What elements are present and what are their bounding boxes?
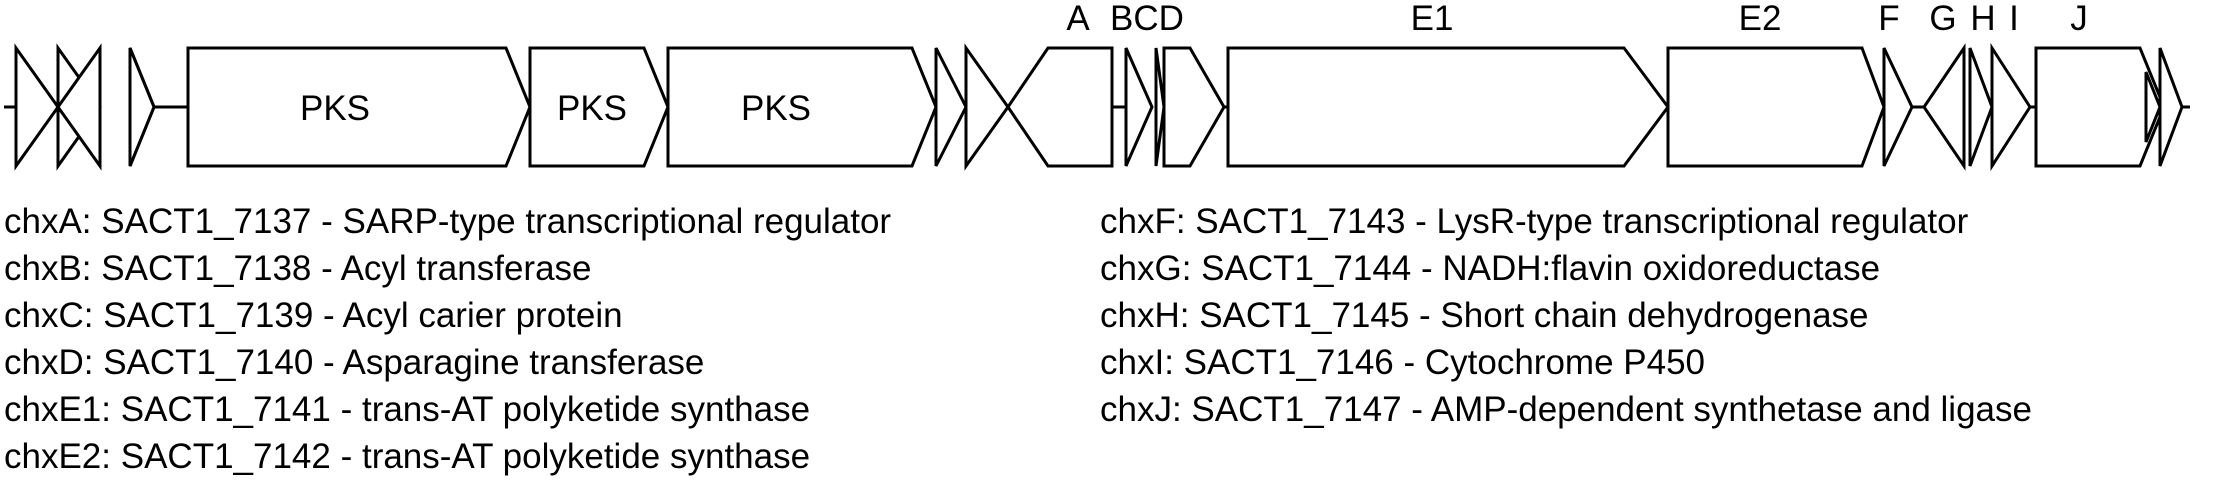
genes <box>14 42 2184 172</box>
label-pks-2: PKS <box>557 89 627 128</box>
label-G: G <box>1929 0 1956 38</box>
label-I: I <box>2009 0 2019 38</box>
gene-chxE1 <box>1226 46 1670 168</box>
legend-chxE1: chxE1: SACT1_7141 - trans-AT polyketide … <box>4 390 810 429</box>
label-A: A <box>1066 0 1090 38</box>
legend-left: chxA: SACT1_7137 - SARP-type transcripti… <box>4 202 891 476</box>
label-pks-1: PKS <box>300 89 370 128</box>
label-F: F <box>1878 0 1899 38</box>
gene-arrow-9 <box>2158 47 2184 167</box>
legend-chxF: chxF: SACT1_7143 - LysR-type transcripti… <box>1100 202 1969 241</box>
gene-arrow-5 <box>128 47 156 167</box>
legend-chxC: chxC: SACT1_7139 - Acyl carier protein <box>4 296 623 335</box>
gene-arrow-8 <box>2144 71 2162 143</box>
gene-arrow-6 <box>934 47 968 167</box>
gene-chxJ <box>2034 46 2166 168</box>
gene-chxD <box>1162 46 1226 168</box>
gene-chxI <box>1990 42 2032 172</box>
legend-chxD: chxD: SACT1_7140 - Asparagine transferas… <box>4 343 704 382</box>
label-E1: E1 <box>1411 0 1454 38</box>
gene-chxA <box>1006 46 1114 168</box>
gene-arrow-1 <box>14 43 60 171</box>
gene-chxH <box>1968 47 1994 167</box>
legend-chxJ: chxJ: SACT1_7147 - AMP-dependent synthet… <box>1100 390 2032 429</box>
legend-chxE2: chxE2: SACT1_7142 - trans-AT polyketide … <box>4 437 810 476</box>
label-H: H <box>1970 0 1995 38</box>
gene-pks-3 <box>666 46 938 168</box>
gene-chxF <box>1882 47 1914 167</box>
label-E2: E2 <box>1739 0 1782 38</box>
gene-chxG <box>1922 43 1966 171</box>
legend-chxG: chxG: SACT1_7144 - NADH:flavin oxidoredu… <box>1100 249 1880 288</box>
legend-right: chxF: SACT1_7143 - LysR-type transcripti… <box>1100 202 2032 429</box>
legend-chxA: chxA: SACT1_7137 - SARP-type transcripti… <box>4 202 891 241</box>
gene-chxB <box>1124 47 1154 167</box>
gene-pks-2 <box>528 46 670 168</box>
gene-arrow-7 <box>964 43 1010 171</box>
gene-chxC <box>1154 47 1166 167</box>
legend-chxH: chxH: SACT1_7145 - Short chain dehydroge… <box>1100 296 1869 335</box>
gene-pks-1 <box>186 46 532 168</box>
gene-arrow-3 <box>56 43 102 171</box>
label-J: J <box>2070 0 2088 38</box>
legend-chxI: chxI: SACT1_7146 - Cytochrome P450 <box>1100 343 1705 382</box>
label-BCD: BCD <box>1110 0 1184 38</box>
legend-chxB: chxB: SACT1_7138 - Acyl transferase <box>4 249 592 288</box>
label-pks-3: PKS <box>741 89 811 128</box>
gene-labels: PKS PKS PKS A BCD E1 E2 F G H I J <box>300 0 2088 128</box>
gene-chxE2 <box>1666 46 1886 168</box>
